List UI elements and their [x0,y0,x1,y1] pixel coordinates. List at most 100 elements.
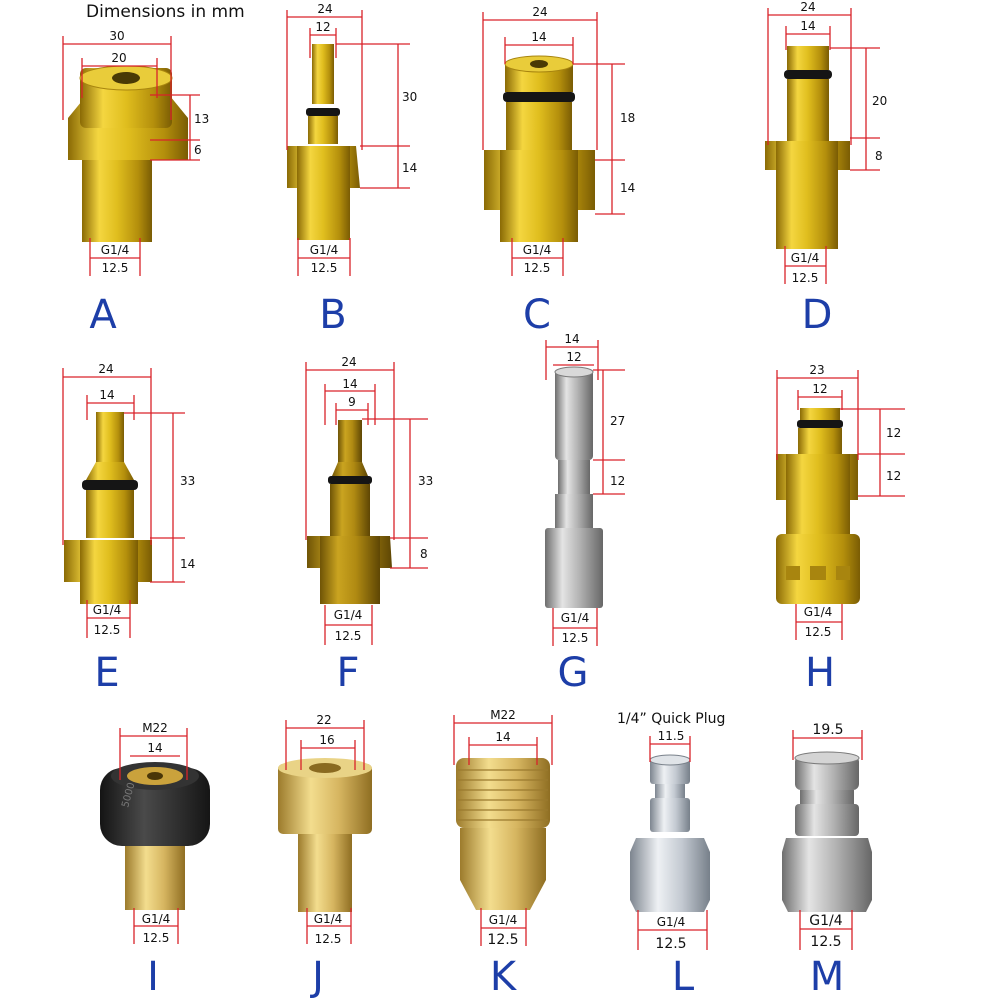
adapter-C-body [500,150,578,242]
adapter-F-thread-label: G1/4 [334,608,363,622]
adapter-J-knurled-head [278,764,372,834]
adapter-D-width-dim: 14 [800,19,815,33]
adapter-F-letter: F [336,650,359,696]
adapter-H-neck [798,428,842,454]
adapter-D-height-dim: 20 [872,94,887,108]
adapter-H-nut-slot [786,566,800,580]
adapter-C-neck [506,102,572,150]
adapter-J-width-dim: 16 [319,733,334,747]
adapter-J: 22 16 G1/4 12.5 J [278,713,372,1000]
adapter-E-oring [82,480,138,490]
adapter-J-width-dim: 22 [316,713,331,727]
adapter-I-bottom-dim: 12.5 [143,931,170,945]
adapter-K-thread-label: G1/4 [489,913,518,927]
adapter-M-plug-tip [795,756,859,790]
adapter-K-thread [456,758,550,828]
adapter-A-thread-label: G1/4 [101,243,130,257]
adapter-C-width-dim: 24 [532,5,547,19]
adapter-K: M22 14 G1/4 12.5 K [453,708,553,1000]
adapter-M-bottom-dim: 12.5 [810,934,841,950]
adapter-G-width-dim: 14 [564,332,579,346]
adapter-E-taper [86,462,134,480]
adapter-L-width-dim: 11.5 [658,729,685,743]
adapter-B-oring [306,108,340,116]
adapter-D-letter: D [802,292,833,338]
adapter-K-hex-body [460,828,546,910]
adapter-F-neck [330,484,370,536]
adapter-A-letter: A [89,292,117,338]
adapter-K-width-dim: M22 [490,708,516,722]
adapter-E-height-dim: 14 [180,557,195,571]
adapter-B-height-dim: 14 [402,161,417,175]
adapter-C-height-dim: 18 [620,111,635,125]
adapter-G-width-dim: 12 [566,350,581,364]
adapter-M-tip-top [794,751,860,765]
adapter-L-thread-label: G1/4 [657,915,686,929]
adapter-H-nut-slot [836,566,850,580]
adapter-J-bottom-dim: 12.5 [315,932,342,946]
adapter-H: 23 12 12 12 G1/4 12.5 H [776,363,905,696]
adapter-C-bottom-dim: 12.5 [524,261,551,275]
adapter-I-nut [100,768,210,846]
adapter-I: 5000 M22 14 G1/4 12.5 I [100,721,210,1000]
adapter-F-pin [338,420,362,462]
adapter-F-width-dim: 24 [341,355,356,369]
adapter-G: 14 12 27 12 G1/4 12.5 G [545,332,625,696]
adapter-C: 24 14 18 14 G1/4 12.5 C [482,5,635,338]
adapter-C-width-dim: 14 [531,30,546,44]
adapter-M-hex-body [782,838,872,912]
adapter-F-body [320,536,380,604]
adapter-E-width-dim: 24 [98,362,113,376]
adapter-D-width-dim: 24 [800,0,815,14]
adapter-I-thread-label: G1/4 [142,912,171,926]
adapter-L-letter: L [672,954,695,1000]
adapter-B-width-dim: 12 [315,20,330,34]
adapter-L-tip-top [649,754,691,766]
adapter-G-collar [555,494,593,528]
adapter-E-neck [86,490,134,538]
adapter-D: 24 14 20 8 G1/4 12.5 D [765,0,887,338]
adapter-H-height-dim: 12 [886,426,901,440]
adapter-F-bottom-dim: 12.5 [335,629,362,643]
adapter-G-height-dim: 27 [610,414,625,428]
adapter-H-body [786,454,850,534]
adapter-L-plug-groove [655,784,685,798]
adapter-D-pin-top [787,46,829,70]
adapter-I-width-dim: M22 [142,721,168,735]
adapter-F-height-dim: 8 [420,547,428,561]
adapter-B-thread-label: G1/4 [310,243,339,257]
adapter-G-thread-label: G1/4 [561,611,590,625]
adapter-H-nut-slot [810,566,826,580]
adapter-G-body [545,528,603,608]
adapter-H-oring [797,420,843,428]
adapter-E-height-dim: 33 [180,474,195,488]
adapter-A-height-dim: 6 [194,143,202,157]
adapter-L-hex-body [630,838,710,912]
adapter-M-letter: M [810,954,845,1000]
adapter-G-top [554,366,594,378]
adapter-H-bottom-dim: 12.5 [805,625,832,639]
adapter-D-pin [787,79,829,141]
adapter-M-thread-label: G1/4 [809,913,842,929]
adapter-B-neck [308,116,338,144]
adapter-D-oring [784,70,832,79]
adapter-E-width-dim: 14 [99,388,114,402]
adapter-C-letter: C [523,292,551,338]
adapter-C-bore [530,60,548,68]
adapter-A-height-dim: 13 [194,112,209,126]
adapter-A-bottom-dim: 12.5 [102,261,129,275]
adapter-J-letter: J [309,954,324,1000]
adapter-G-bottom-dim: 12.5 [562,631,589,645]
adapter-G-stem [555,370,593,460]
adapter-E-body [80,540,138,604]
adapter-K-thread-lines [458,769,548,821]
adapter-I-body [125,846,185,910]
adapter-G-groove [558,460,590,494]
adapter-A-width-dim: 30 [109,29,124,43]
adapter-F-width-dim: 14 [342,377,357,391]
adapter-I-letter: I [147,954,159,1000]
adapter-A-body [82,160,152,242]
quick-plug-title: 1/4” Quick Plug [617,711,726,727]
adapter-H-height-dim: 12 [886,469,901,483]
